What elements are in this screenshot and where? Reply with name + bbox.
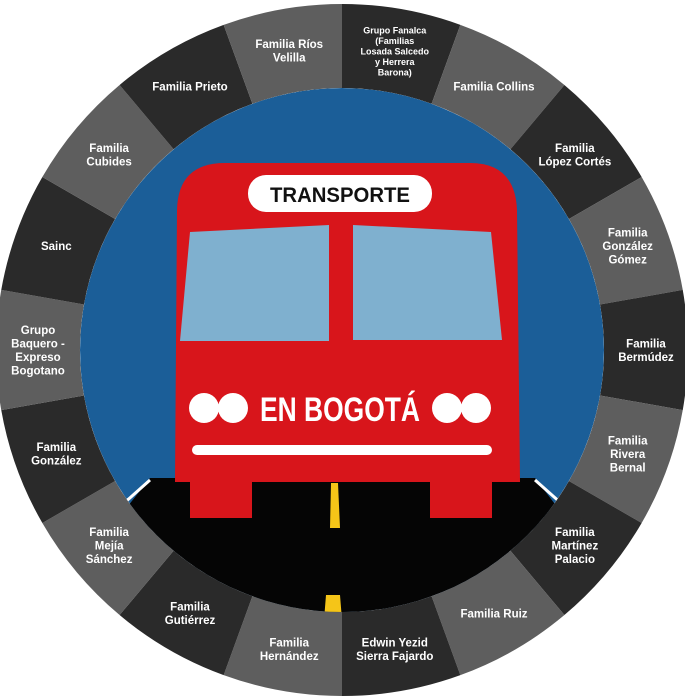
operator-label-line: Familia — [170, 602, 210, 614]
operator-label-line: Familia Ruiz — [460, 608, 527, 620]
operator-label-line: y Herrera — [375, 57, 416, 67]
ring-segment — [431, 550, 565, 676]
operator-label-line: Edwin Yezid — [362, 638, 428, 650]
bus-front-text: EN BOGOTÁ — [260, 391, 420, 429]
operator-label-line: Familia — [626, 338, 666, 350]
operator-label-line: Losada Salcedo — [361, 47, 430, 57]
bus: TRANSPORTE EN BOGOTÁ — [175, 163, 520, 518]
ring-segment — [431, 24, 565, 150]
ring-segment — [223, 4, 342, 104]
ring-segment — [119, 550, 253, 676]
operator-label: Familia Prieto — [152, 82, 227, 94]
ring-segment — [1, 395, 116, 523]
operator-label-line: Hernández — [260, 651, 319, 663]
ring-segment — [42, 84, 174, 219]
operator-label-line: Mejía — [95, 540, 124, 552]
bus-leg-left — [190, 470, 252, 518]
operator-label-line: Baquero - — [11, 338, 65, 350]
operator-label-line: González — [602, 241, 653, 253]
operator-label-line: Rivera — [610, 449, 646, 461]
operator-label-line: Bermúdez — [618, 352, 674, 364]
ring-segment — [600, 289, 685, 411]
ring-segment — [510, 84, 642, 219]
operator-label-line: Grupo — [21, 325, 56, 337]
bumper-stripe — [192, 445, 492, 455]
headlight — [432, 393, 462, 423]
route-sign — [248, 175, 432, 212]
operator-label: Sainc — [41, 241, 72, 253]
headlight — [218, 393, 248, 423]
ring-segment — [1, 177, 116, 305]
ring-segment — [42, 481, 174, 616]
operator-label-line: Grupo Fanalca — [363, 26, 427, 36]
ring-segment — [223, 596, 342, 696]
operator-label-line: Familia Collins — [453, 82, 534, 94]
operator-label-line: Familia — [89, 143, 129, 155]
operator-label-line: Sánchez — [86, 554, 133, 566]
bus-leg-right — [430, 470, 492, 518]
headlight — [189, 393, 219, 423]
route-sign-text: TRANSPORTE — [270, 184, 410, 207]
operator-label-line: Gómez — [608, 255, 647, 267]
operator-label-line: Familia — [555, 143, 595, 155]
operator-label-line: Bogotano — [11, 365, 65, 377]
road-center-line — [324, 595, 342, 612]
operator-label-line: Palacio — [555, 554, 595, 566]
operator-label: Familia Ruiz — [460, 608, 527, 620]
ring-segment — [510, 481, 642, 616]
ring-segment — [0, 289, 84, 411]
operator-label-line: Barona) — [378, 68, 412, 78]
road-center-line — [330, 483, 340, 528]
operator-label-line: (Familias — [375, 36, 414, 46]
operator-label-line: Familia — [608, 228, 648, 240]
operator-label: Familia Collins — [453, 82, 534, 94]
ring-segment — [119, 24, 253, 150]
operator-label-line: Expreso — [15, 352, 60, 364]
operator-label-line: Familia — [89, 527, 129, 539]
operator-label-line: Familia — [37, 442, 77, 454]
operator-label-line: Gutiérrez — [165, 615, 216, 627]
operator-label-line: Sainc — [41, 241, 72, 253]
operator-label-line: Velilla — [273, 52, 306, 64]
operator-label-line: Sierra Fajardo — [356, 651, 433, 663]
operator-label-line: López Cortés — [538, 156, 611, 168]
headlight — [461, 393, 491, 423]
operator-label-line: Bernal — [610, 462, 646, 474]
operator-label-line: Cubides — [86, 156, 131, 168]
operator-label-line: Familia — [608, 435, 648, 447]
ring-segment — [568, 395, 683, 523]
operator-label-line: Martínez — [552, 540, 599, 552]
ring-segment — [568, 177, 683, 305]
operator-label-line: González — [31, 456, 82, 468]
operator-label-line: Familia — [555, 527, 595, 539]
ring-segment — [342, 596, 461, 696]
operator-label-line: Familia Ríos — [255, 39, 323, 51]
bus-window-right — [353, 225, 502, 340]
operator-label-line: Familia — [269, 638, 309, 650]
ring-segment — [342, 4, 461, 104]
operator-label-line: Familia Prieto — [152, 82, 227, 94]
bus-window-left — [180, 225, 329, 341]
